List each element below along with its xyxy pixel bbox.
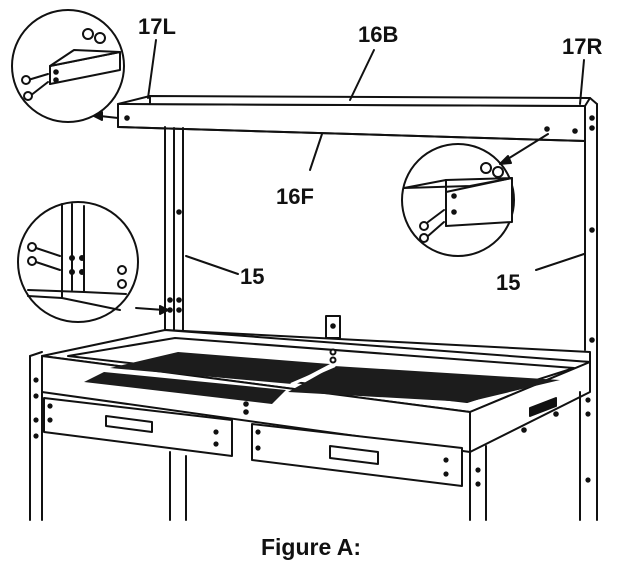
detail-circle-17r <box>401 143 515 257</box>
left-drawer <box>43 397 233 457</box>
detail-circle-17l <box>11 9 125 123</box>
legs <box>29 351 598 521</box>
label-15-right: 15 <box>496 270 521 295</box>
label-15-left: 15 <box>240 264 265 289</box>
label-16f: 16F <box>276 184 314 209</box>
figure-caption: Figure A: <box>260 534 362 560</box>
right-drawer <box>251 423 463 487</box>
power-outlet-strip <box>529 397 557 417</box>
left-upright <box>164 126 184 336</box>
label-17l: 17L <box>138 14 176 39</box>
top-shelf-rail <box>117 95 591 142</box>
detail-circle-upright-joint <box>17 201 139 323</box>
right-upright <box>584 97 598 356</box>
label-16b: 16B <box>358 22 399 47</box>
work-surface-panels <box>84 352 560 404</box>
label-17r: 17R <box>562 34 603 59</box>
